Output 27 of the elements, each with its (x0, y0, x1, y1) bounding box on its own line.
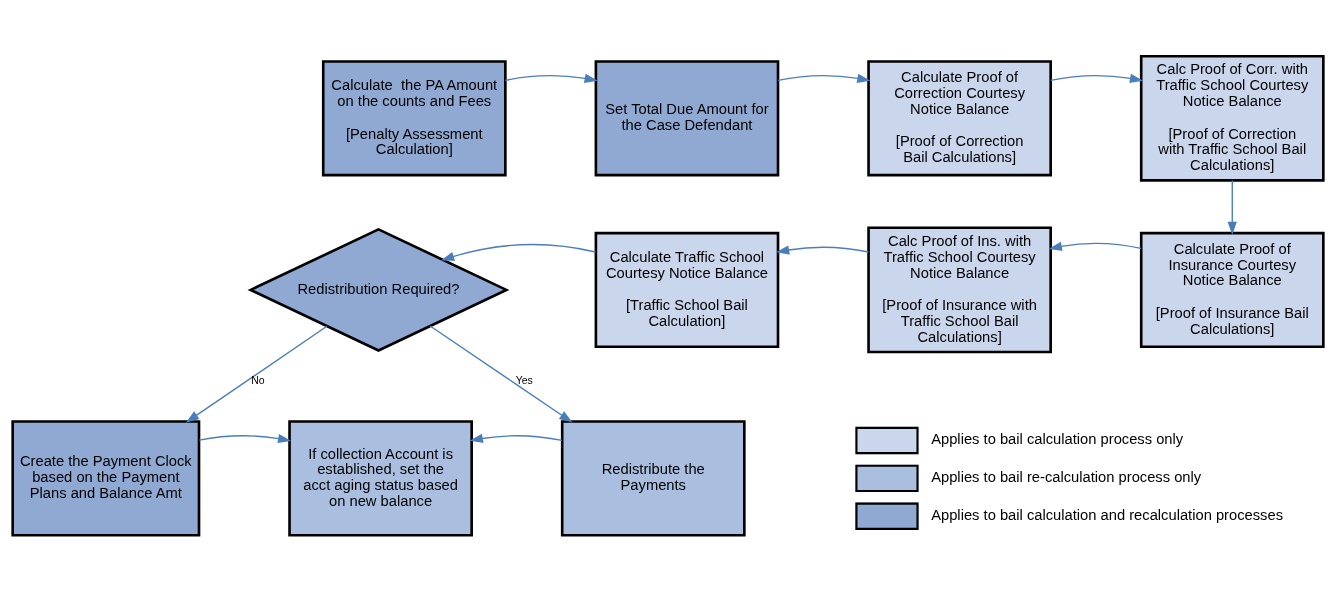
legend-label: Applies to bail re-calculation process only (931, 469, 1202, 486)
node-box: Calc Proof of Corr. with Traffic School Courtesy Notice Balance [Proof of Correction with Traffic School Bail Calculations] (1139, 54, 1325, 182)
node-box: Calculate Proof of Correction Courtesy Notice Balance [Proof of Correction Bail Calculations] (867, 60, 1052, 177)
node-box: Calc Proof of Ins. with Traffic School Courtesy Notice Balance [Proof of Insurance with Traffic School Bail Calculations] (867, 226, 1052, 354)
legend-label: Applies to bail calculation process only (931, 431, 1184, 448)
node-box: Redistribute the Payments (560, 420, 746, 537)
arrow (441, 243, 597, 261)
node-box: Set Total Due Amount for the Case Defendant (594, 60, 780, 177)
legend-label: Applies to bail calculation and recalculation processes (931, 507, 1284, 524)
arrow (469, 433, 563, 443)
node-box: Calculate the PA Amount on the counts and Fees [Penalty Assessment Calculation] (321, 60, 507, 177)
node-box: Create the Payment Clock based on the Payment Plans and Balance Amt (11, 420, 201, 537)
arrow (429, 325, 573, 423)
edge-label: No (251, 373, 265, 386)
arrow (185, 325, 328, 423)
node-box: Calculate Proof of Insurance Courtesy Notice Balance [Proof of Insurance Bail Calculations] (1139, 231, 1325, 349)
arrow (1050, 73, 1144, 83)
node-box: If collection Account is established, set the acct aging status based on new balance (288, 420, 473, 537)
arrow (777, 73, 871, 83)
node-box: Calculate Traffic School Courtesy Notice Balance [Traffic School Bail Calculation] (594, 231, 780, 349)
arrow (1227, 179, 1237, 235)
node-diamond: Redistribution Required? (247, 227, 510, 352)
arrow (1048, 241, 1142, 251)
arrow (504, 73, 598, 83)
edge-label: Yes (515, 373, 533, 386)
arrow (775, 245, 870, 255)
arrow (198, 433, 292, 444)
